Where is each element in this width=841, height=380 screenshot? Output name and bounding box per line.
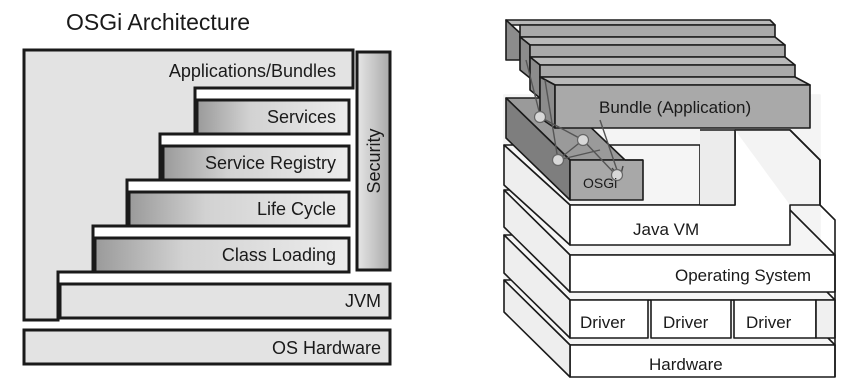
service-node-3: [551, 153, 565, 167]
applications-bundles-label: Applications/Bundles: [168, 61, 336, 81]
life-cycle-label: Life Cycle: [256, 199, 336, 219]
hardware-block: [569, 344, 836, 378]
bundle-bar-back-3: [529, 56, 796, 99]
bundle-label: Bundle (Application): [599, 98, 752, 117]
services-bar: [195, 98, 351, 136]
driver-label-2: Driver: [663, 313, 709, 332]
bundle-bar-back-2: [519, 36, 786, 79]
life-cycle-bar: [127, 190, 351, 228]
service-node-1: [533, 110, 547, 124]
java-vm-label: Java VM: [633, 220, 700, 239]
service-registry-bar: [161, 144, 351, 182]
security-label: Security: [364, 128, 384, 193]
jvm-bar: [58, 282, 392, 320]
driver-label-3: Driver: [746, 313, 792, 332]
operating-system-block: [569, 254, 836, 293]
osgi-label: OSGi: [583, 175, 618, 191]
hardware-label: Hardware: [649, 355, 723, 374]
operating-system-label: Operating System: [675, 266, 812, 285]
os-hardware-label: OS Hardware: [271, 338, 381, 358]
driver-label-1: Driver: [580, 313, 626, 332]
security-bar: [355, 50, 392, 272]
driver-block-2: [650, 299, 732, 339]
class-loading-bar: [93, 236, 351, 274]
applications-bundles-block: [22, 48, 355, 322]
driver-block-3: [733, 299, 817, 339]
service-node-2: [576, 133, 590, 147]
page-title: OSGi Architecture: [66, 9, 251, 35]
services-label: Services: [266, 107, 336, 127]
jvm-label: JVM: [345, 291, 381, 311]
bundle-bar-front: [539, 76, 811, 129]
os-hardware-bar: [22, 328, 392, 366]
service-node-4: [610, 168, 624, 182]
osgi-architecture-diagram: Security: [22, 48, 392, 366]
class-loading-label: Class Loading: [221, 245, 336, 265]
driver-block-1: [569, 299, 649, 339]
service-registry-label: Service Registry: [204, 153, 336, 173]
